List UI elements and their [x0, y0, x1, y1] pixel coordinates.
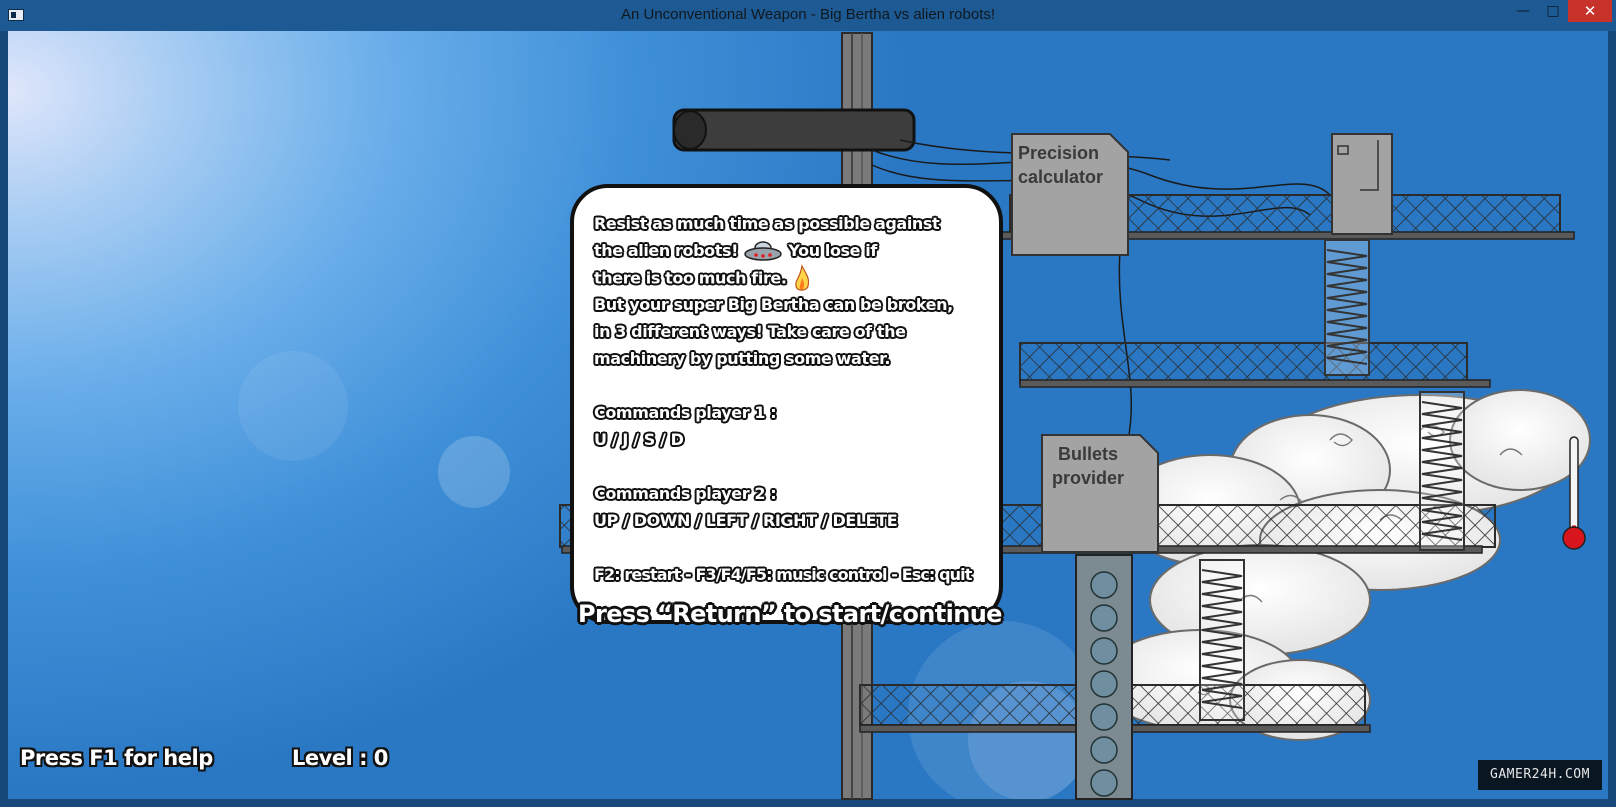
help-footer: F2: restart - F3/F4/F5: music control - …: [594, 565, 972, 584]
window-title: An Unconventional Weapon - Big Bertha vs…: [620, 6, 996, 23]
help-line: the alien robots! You lose if: [594, 237, 994, 264]
help-line: there is too much fire.: [594, 264, 994, 291]
lens-flare: [238, 351, 348, 461]
player2-heading: Commands player 2 :: [594, 484, 777, 503]
platform-middle: [1019, 342, 1491, 388]
title-bar[interactable]: An Unconventional Weapon - Big Bertha vs…: [0, 0, 1616, 31]
fire-icon: [795, 264, 809, 291]
cannon-barrel: [672, 108, 916, 152]
ufo-icon: [744, 240, 782, 261]
help-line: machinery by putting some water.: [594, 349, 891, 368]
player1-keys: U / J / S / D: [594, 430, 684, 449]
help-line-part: You lose if: [788, 241, 877, 260]
close-button[interactable]: ✕: [1568, 0, 1612, 22]
help-line: But your super Big Bertha can be broken,: [594, 295, 953, 314]
help-line: Resist as much time as possible against: [594, 214, 940, 233]
precision-calculator-label: Precision: [1018, 143, 1099, 163]
bullets-provider-label: provider: [1052, 468, 1124, 488]
maximize-button[interactable]: □: [1546, 3, 1560, 19]
lens-flare: [438, 436, 510, 508]
player2-keys: UP / DOWN / LEFT / RIGHT / DELETE: [594, 511, 898, 530]
help-line-part: there is too much fire.: [594, 268, 787, 288]
start-prompt: Press “Return” to start/continue: [578, 600, 1002, 628]
bullets-provider-label: Bullets: [1058, 444, 1118, 464]
precision-calculator-label: calculator: [1018, 167, 1103, 187]
precision-calculator: Precision calculator: [1011, 133, 1129, 256]
level-indicator: Level : 0: [292, 746, 388, 770]
app-icon[interactable]: [8, 9, 24, 21]
fire-thermometer: [1562, 436, 1586, 550]
help-panel: Resist as much time as possible against …: [570, 184, 1003, 624]
help-spacer: [594, 534, 994, 561]
ammo-column: [1075, 554, 1133, 800]
help-text: Resist as much time as possible against …: [594, 210, 994, 588]
bullets-provider: Bullets provider: [1041, 434, 1159, 553]
watermark: GAMER24H.COM: [1478, 760, 1602, 790]
minimize-button[interactable]: —: [1516, 3, 1530, 19]
spring: [1199, 239, 1465, 721]
player1-heading: Commands player 1 :: [594, 403, 777, 422]
help-hint: Press F1 for help: [20, 746, 213, 770]
help-spacer: [594, 453, 994, 480]
machine-unit-top-right: [1331, 133, 1393, 235]
help-spacer: [594, 372, 994, 399]
help-line-part: the alien robots!: [594, 241, 739, 260]
help-line: in 3 different ways! Take care of the: [594, 322, 906, 341]
